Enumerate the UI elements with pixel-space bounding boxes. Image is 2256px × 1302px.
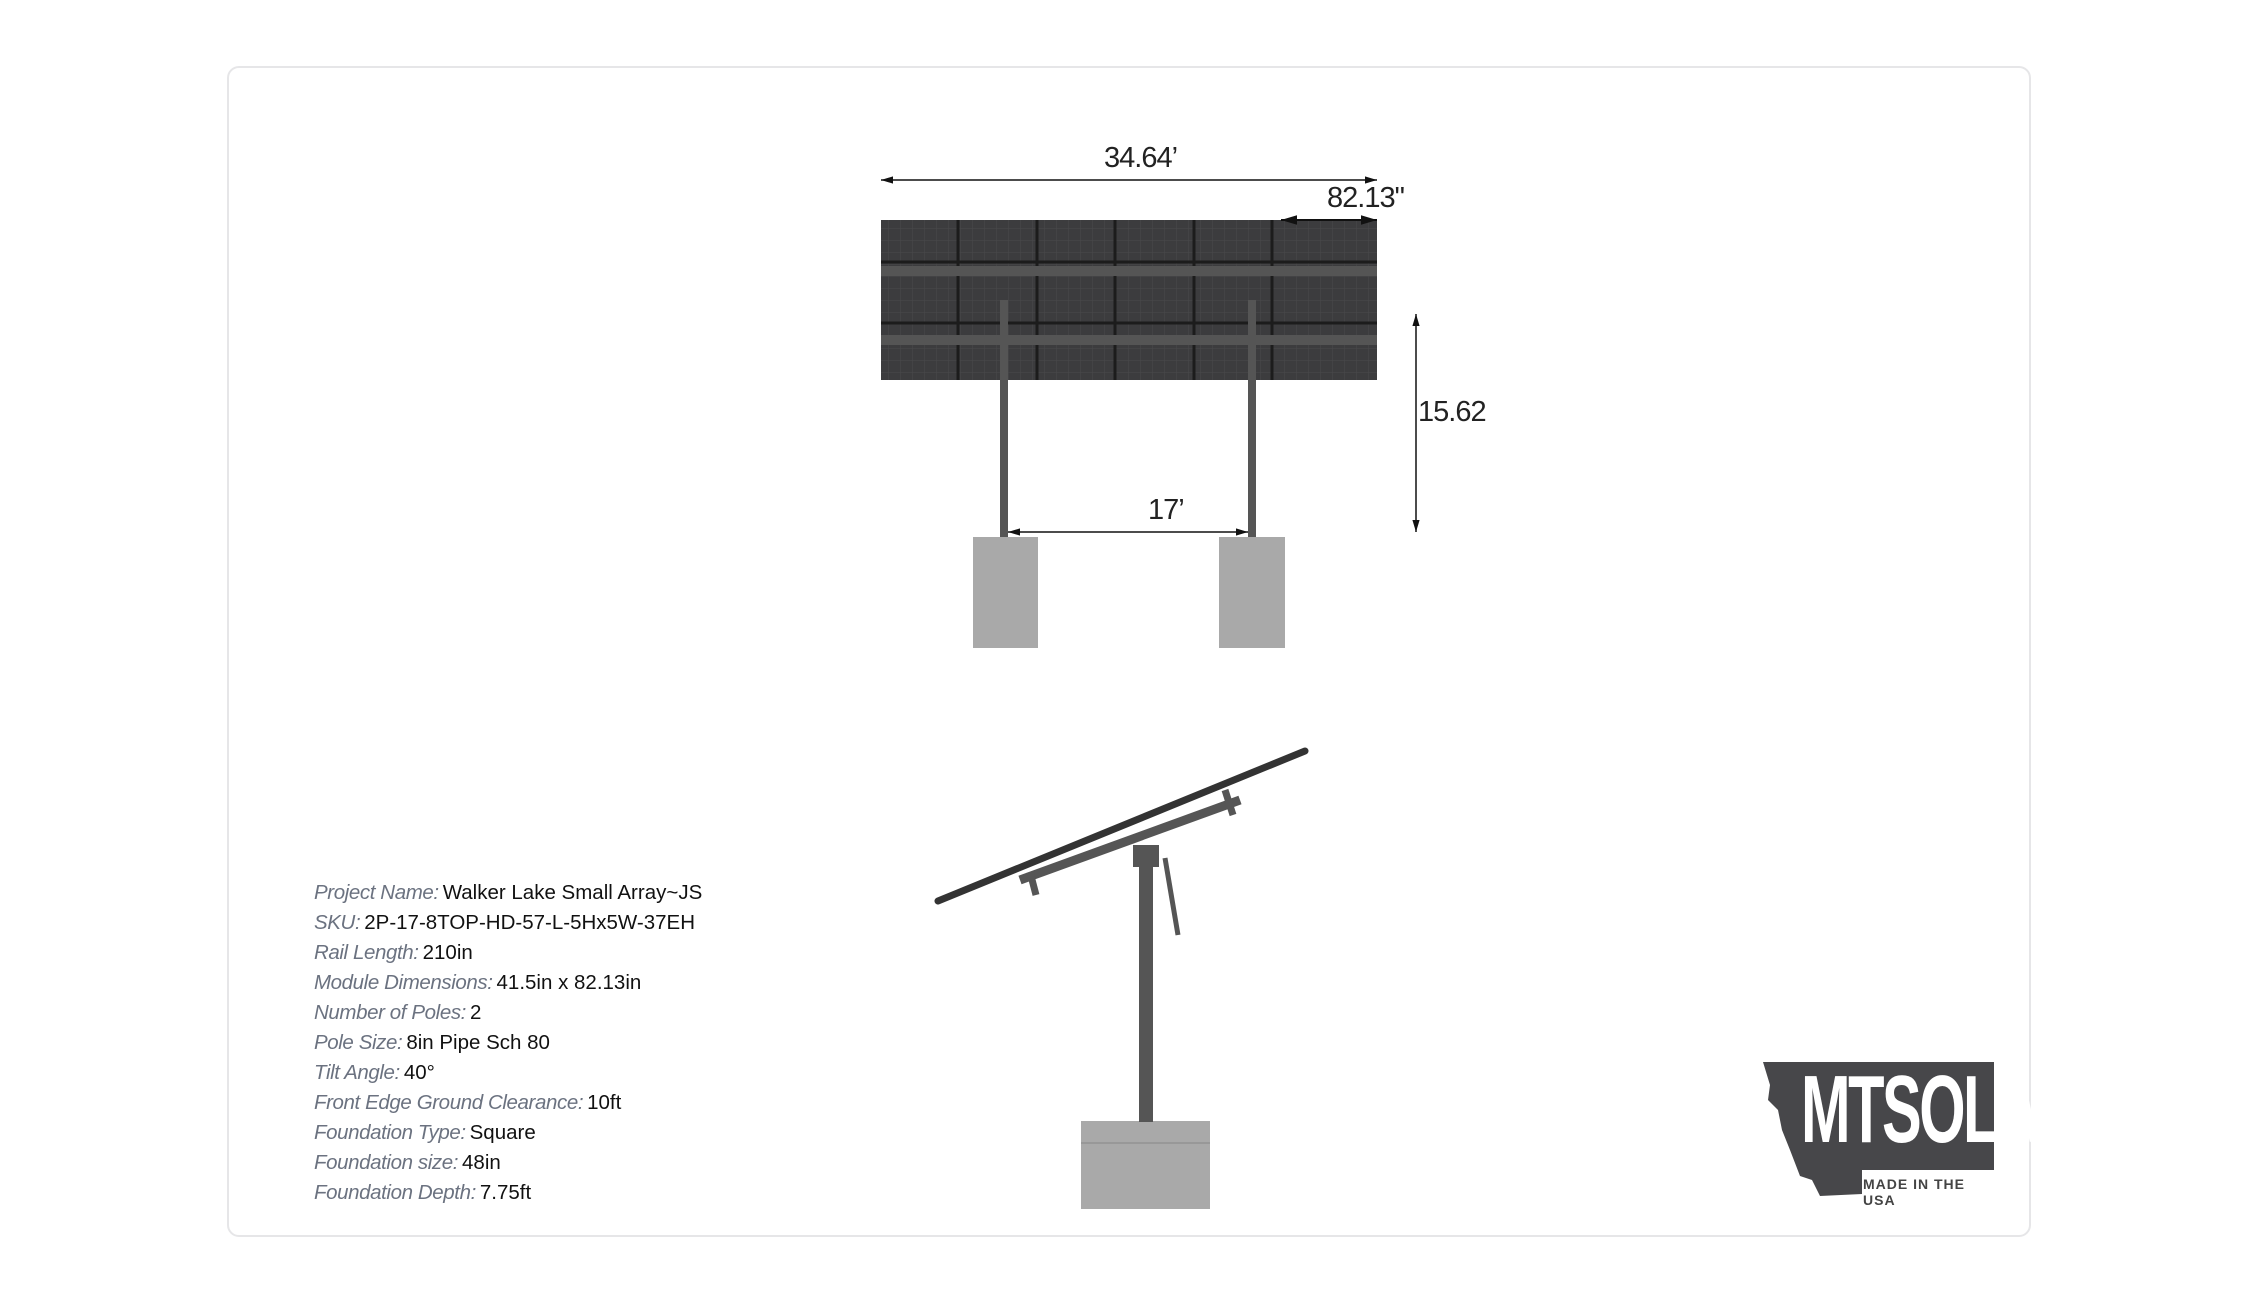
spec-label: Project Name:: [314, 881, 439, 904]
panel-array: [881, 220, 1377, 380]
spec-value: 40°: [403, 1061, 435, 1084]
logo-brand: MTSOLAR: [1801, 1056, 2080, 1163]
foundation: [1219, 537, 1285, 648]
spec-value: 8in Pipe Sch 80: [406, 1031, 550, 1054]
spec-value: Square: [469, 1121, 536, 1144]
spec-value: 41.5in x 82.13in: [496, 971, 642, 994]
spec-value: 2: [469, 1001, 482, 1024]
spec-pole-size: Pole Size:8in Pipe Sch 80: [314, 1028, 702, 1058]
spec-module-dimensions: Module Dimensions:41.5in x 82.13in: [314, 968, 702, 998]
side-view: [934, 747, 1309, 1209]
spec-label: Rail Length:: [314, 941, 419, 964]
spec-number-of-poles: Number of Poles:2: [314, 998, 702, 1028]
spec-label: Tilt Angle:: [314, 1061, 400, 1084]
spec-label: Foundation size:: [314, 1151, 459, 1174]
spec-label: Foundation Depth:: [314, 1181, 476, 1204]
module-width-label: 82.13": [1327, 182, 1405, 214]
pole-spacing-label: 17’: [1148, 494, 1185, 526]
spec-foundation-size: Foundation size:48in: [314, 1148, 702, 1178]
spec-value: 7.75ft: [479, 1181, 532, 1204]
spec-foundation-type: Foundation Type:Square: [314, 1118, 702, 1148]
spec-sku: SKU:2P-17-8TOP-HD-57-L-5Hx5W-37EH: [314, 908, 702, 938]
spec-value: Walker Lake Small Array~JS: [442, 881, 703, 904]
height-label: 15.62: [1418, 396, 1487, 428]
spec-label: Pole Size:: [314, 1031, 403, 1054]
spec-label: SKU:: [314, 911, 361, 934]
spec-label: Module Dimensions:: [314, 971, 493, 994]
pole: [1248, 300, 1256, 537]
mtsolar-logo-shape: [1763, 1062, 1994, 1196]
spec-tilt-angle: Tilt Angle:40°: [314, 1058, 702, 1088]
spec-project-name: Project Name:Walker Lake Small Array~JS: [314, 878, 702, 908]
spec-value: 2P-17-8TOP-HD-57-L-5Hx5W-37EH: [364, 911, 696, 934]
pole: [1000, 300, 1008, 537]
overall-width-label: 34.64’: [1104, 142, 1178, 174]
spec-ground-clearance: Front Edge Ground Clearance:10ft: [314, 1088, 702, 1118]
front-view: [881, 176, 1420, 648]
mtsolar-logo: MTSOLAR MADE IN THE USA: [1761, 1058, 2080, 1209]
spec-value: 48in: [462, 1151, 501, 1174]
spec-rail-length: Rail Length:210in: [314, 938, 702, 968]
spec-value: 210in: [422, 941, 473, 964]
foundation: [973, 537, 1038, 648]
logo-tagline: MADE IN THE USA: [1863, 1176, 1965, 1208]
spec-label: Number of Poles:: [314, 1001, 466, 1024]
pole: [1139, 860, 1153, 1122]
spec-foundation-depth: Foundation Depth:7.75ft: [314, 1178, 702, 1208]
spec-label: Front Edge Ground Clearance:: [314, 1091, 584, 1114]
project-specs: Project Name:Walker Lake Small Array~JS …: [314, 878, 702, 1208]
foundation: [1081, 1121, 1210, 1209]
spec-value: 10ft: [587, 1091, 622, 1114]
spec-label: Foundation Type:: [314, 1121, 466, 1144]
